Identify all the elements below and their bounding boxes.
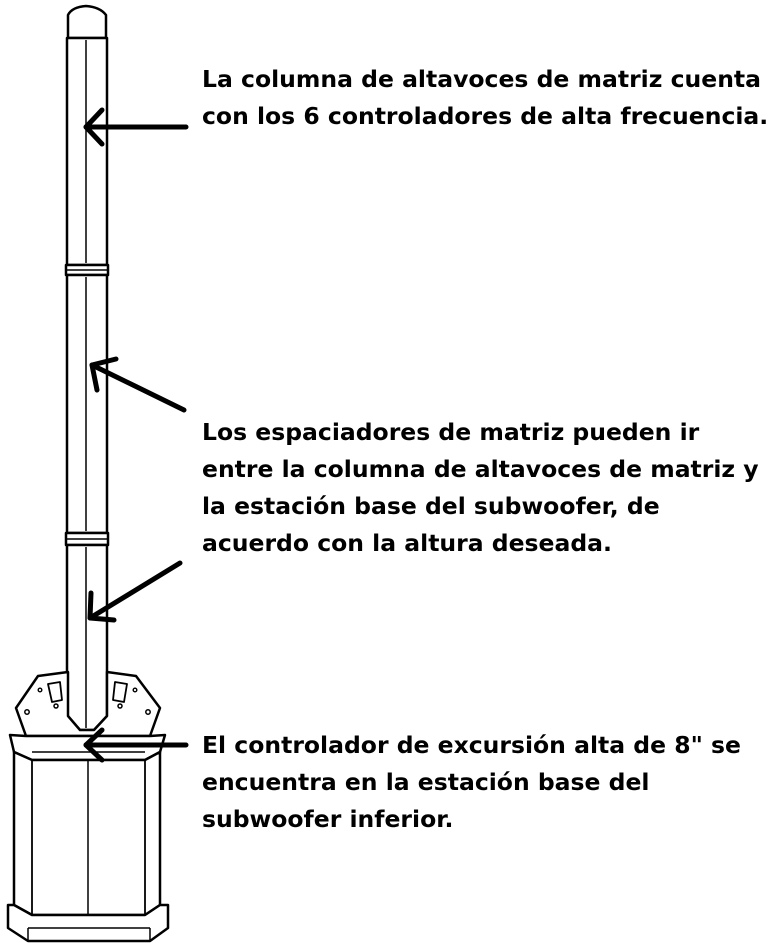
- base-plinth: [6, 903, 170, 943]
- array-spacer-segment: [65, 273, 109, 535]
- callout-line: Los espaciadores de matriz pueden ir: [202, 418, 700, 446]
- callout-line: con los 6 controladores de alta frecuenc…: [202, 102, 769, 130]
- callout-arrows: [83, 107, 189, 763]
- array-column: [64, 4, 110, 732]
- base-body: [12, 750, 162, 917]
- callout-line: encuentra en la estación base del: [202, 768, 650, 796]
- column-top-cap: [66, 4, 108, 40]
- callout-line: entre la columna de altavoces de matriz …: [202, 455, 759, 483]
- arrow-spacer-icon: [89, 356, 187, 413]
- arrow-base-icon: [83, 727, 189, 763]
- arrow-spacer-lower-icon: [87, 560, 183, 623]
- subwoofer-base: [6, 670, 170, 943]
- callout-line: la estación base del subwoofer, de: [202, 492, 660, 520]
- array-section-lower: [65, 543, 109, 732]
- array-section-upper: [65, 36, 109, 267]
- arrow-array-icon: [83, 107, 189, 147]
- callout-line: La columna de altavoces de matriz cuenta: [202, 65, 762, 93]
- callout-array-column: La columna de altavoces de matriz cuenta…: [202, 61, 768, 135]
- callout-subwoofer-base: El controlador de excursión alta de 8" s…: [202, 727, 741, 838]
- callout-line: El controlador de excursión alta de 8" s…: [202, 731, 741, 759]
- callout-line: acuerdo con la altura deseada.: [202, 529, 612, 557]
- callout-array-spacers: Los espaciadores de matriz pueden ir ent…: [202, 414, 759, 562]
- callout-line: subwoofer inferior.: [202, 805, 454, 833]
